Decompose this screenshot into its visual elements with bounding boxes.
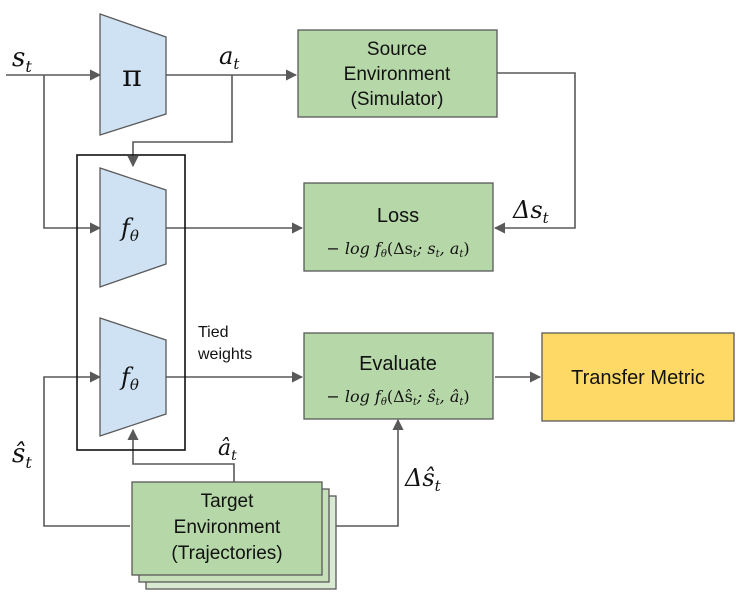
source-env-line-2: Environment [344, 64, 451, 85]
ftheta-top-node: fθ [99, 167, 167, 288]
tied-weights-group [76, 154, 186, 451]
source-env-node: Source Environment (Simulator) [297, 29, 498, 118]
evaluate-title: Evaluate [359, 353, 437, 375]
transfer-metric-box [541, 332, 735, 422]
evaluate-formula: − log fθ(Δŝt; ŝt, ât) [326, 387, 469, 408]
target-env-line-1: Target [201, 491, 255, 512]
source-env-box [297, 29, 498, 118]
ftheta-top-trapezoid [99, 167, 167, 288]
edge-target-to-evaluate [336, 418, 404, 527]
evaluate-box [303, 332, 494, 420]
edge-source-to-loss [493, 72, 576, 234]
label-tied-weights-line-1: Tied [198, 324, 229, 341]
policy-label: π [122, 59, 142, 94]
label-s-hat-t: ŝt [12, 439, 32, 472]
transfer-metric-node: Transfer Metric [541, 332, 735, 422]
source-env-line-1: Source [367, 39, 427, 60]
policy-node: π [99, 13, 167, 136]
evaluate-node: Evaluate − log fθ(Δŝt; ŝt, ât) [303, 332, 494, 420]
edge-shat-to-ftheta-bottom [43, 371, 130, 527]
label-a-t: at [219, 42, 240, 73]
loss-box [303, 182, 494, 272]
target-env-line-2: Environment [174, 517, 281, 538]
loss-formula: − log fθ(Δst; st, at) [326, 239, 469, 260]
target-env-node: Target Environment (Trajectories) [131, 481, 337, 590]
loss-title: Loss [377, 205, 419, 227]
ftheta-bottom-trapezoid [99, 317, 167, 437]
label-a-hat-t: ât [218, 436, 237, 464]
transfer-metric-label: Transfer Metric [571, 367, 705, 389]
source-env-line-3: (Simulator) [351, 89, 444, 110]
label-s-t: st [12, 43, 32, 76]
label-tied-weights-line-2: weights [197, 346, 252, 363]
label-delta-s-hat-t: Δŝt [404, 464, 442, 495]
edge-st-to-ftheta-top [43, 75, 102, 234]
edges [6, 69, 576, 527]
edge-at-to-ftheta-top [127, 75, 233, 168]
label-delta-s-t: Δst [512, 196, 550, 227]
edge-ahat-to-ftheta-bottom [127, 428, 235, 482]
loss-node: Loss − log fθ(Δst; st, at) [303, 182, 494, 272]
target-env-box [131, 481, 323, 576]
policy-trapezoid [99, 13, 167, 136]
target-env-line-3: (Trajectories) [171, 543, 282, 564]
ftheta-bottom-node: fθ [99, 317, 167, 437]
